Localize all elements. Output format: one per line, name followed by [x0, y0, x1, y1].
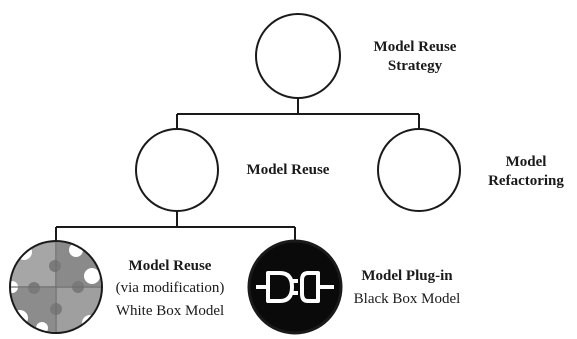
black-box-title: Model Plug-in	[361, 268, 453, 284]
model-refactoring-node	[377, 128, 461, 212]
strategy-label: Model Reuse Strategy	[356, 38, 474, 76]
black-box-node	[247, 239, 343, 335]
white-box-subtitle: (via modification)	[115, 280, 225, 296]
refactoring-label-line1: Model	[505, 154, 547, 170]
model-reuse-label: Model Reuse	[232, 161, 344, 180]
white-box-label: Model Reuse (via modification) White Box…	[104, 257, 236, 321]
black-box-label: Model Plug-in Black Box Model	[344, 267, 470, 309]
plug-icon	[249, 241, 341, 333]
black-box-caption: Black Box Model	[353, 291, 461, 307]
white-box-title: Model Reuse	[128, 258, 212, 274]
model-reuse-node	[135, 128, 219, 212]
puzzle-icon	[10, 241, 102, 333]
refactoring-label-line2: Refactoring	[488, 173, 564, 189]
strategy-label-line2: Strategy	[387, 58, 443, 74]
strategy-label-line1: Model Reuse	[373, 39, 457, 55]
refactoring-label: Model Refactoring	[478, 153, 574, 191]
strategy-node	[255, 13, 341, 99]
model-reuse-label-text: Model Reuse	[246, 162, 330, 178]
white-box-node	[9, 240, 103, 334]
connector-lines	[55, 98, 420, 241]
white-box-caption: White Box Model	[115, 303, 225, 319]
